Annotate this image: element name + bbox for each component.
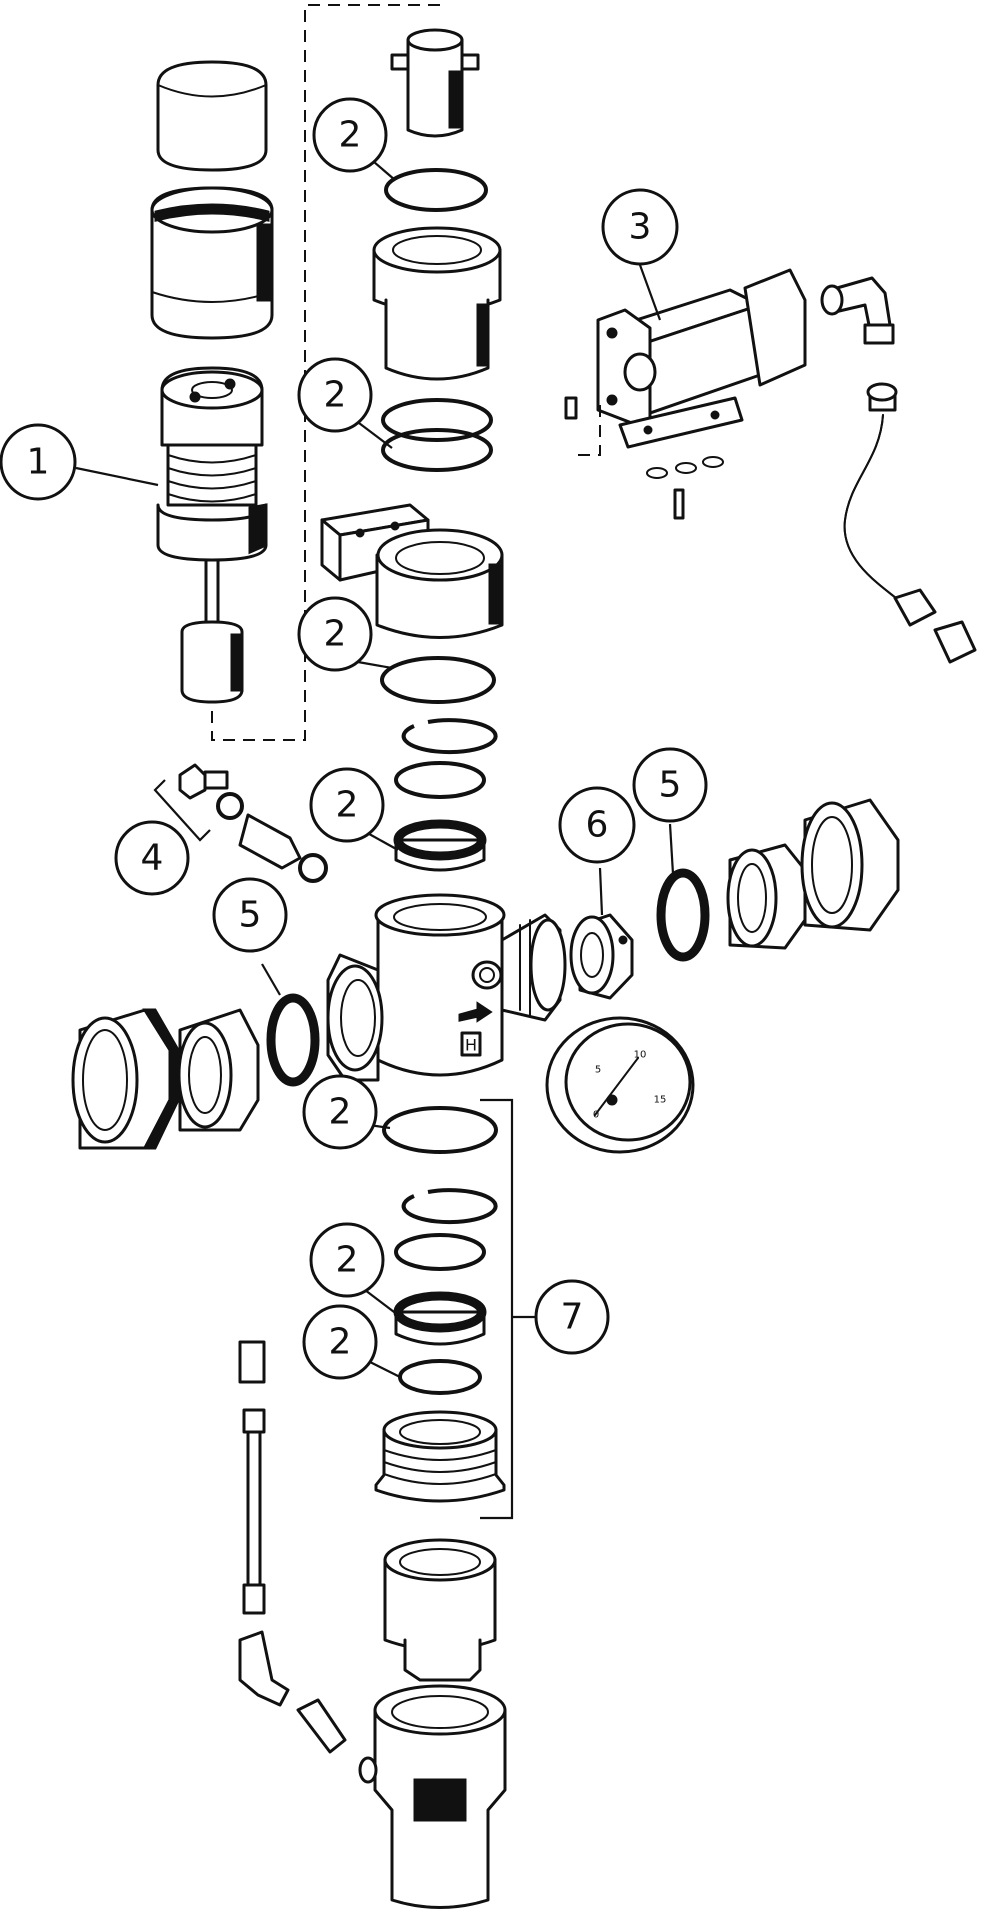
gauge-label-10: 10 [634, 1050, 647, 1061]
bracket-7 [480, 1098, 514, 1520]
valve-body: H [326, 893, 567, 1082]
valve-body-mark: H [465, 1036, 477, 1055]
callout-2b: 2 [297, 357, 373, 433]
drain-tube-assembly [238, 1340, 347, 1754]
seal-ring-lower [393, 1291, 487, 1346]
callout-3: 3 [601, 188, 679, 266]
flat-seal-left [266, 993, 320, 1087]
flexible-hose [843, 382, 977, 664]
callout-7: 7 [534, 1279, 610, 1355]
left-union-nut [71, 1008, 180, 1150]
svg-text:2: 2 [329, 1322, 352, 1363]
leader-5a [261, 963, 281, 996]
leader-1 [75, 466, 159, 487]
gauge-label-0: 0 [593, 1110, 599, 1121]
svg-text:1: 1 [27, 442, 50, 483]
svg-text:2: 2 [339, 115, 362, 156]
svg-text:7: 7 [561, 1297, 584, 1338]
assembly-1-dashed-bracket [211, 4, 440, 741]
right-union-nut [800, 798, 900, 932]
callout-2f: 2 [309, 1222, 385, 1298]
leader-6 [598, 867, 604, 916]
pressure-gauge: 0 5 10 15 [545, 1016, 695, 1154]
leader-3 [638, 264, 662, 321]
svg-text:2: 2 [336, 1240, 359, 1281]
o-ring-bottom-1 [382, 1106, 498, 1154]
svg-text:2: 2 [329, 1092, 352, 1133]
gauge-label-15: 15 [654, 1095, 667, 1106]
o-ring-top-2a [381, 398, 493, 442]
svg-text:2: 2 [324, 375, 347, 416]
callout-6: 6 [558, 786, 636, 864]
filter-cap [156, 60, 268, 172]
right-tailpiece [726, 843, 807, 950]
callout-5b: 5 [632, 747, 708, 823]
callout-2g: 2 [302, 1304, 378, 1380]
o-ring-bottom-2 [398, 1359, 482, 1395]
washer-lower [394, 1233, 486, 1271]
flanged-housing [320, 503, 504, 639]
callout-2e: 2 [302, 1074, 378, 1150]
circlip-upper [401, 718, 498, 755]
leader-2g [369, 1361, 401, 1378]
check-valve-insert [569, 913, 634, 1000]
washer-upper [394, 761, 486, 799]
pressure-reducer-insert [156, 366, 268, 704]
test-valve-fittings [153, 763, 328, 883]
top-adapter-fitting [390, 28, 480, 138]
left-tailpiece [177, 1008, 260, 1132]
leader-2f [364, 1289, 399, 1316]
svg-text:6: 6 [586, 805, 609, 846]
callout-1: 1 [0, 423, 77, 501]
leader-2b [354, 419, 393, 449]
callout-2a: 2 [312, 97, 388, 173]
gauge-label-5: 5 [595, 1065, 601, 1076]
leader-2c [357, 660, 393, 670]
filter-cartridge [383, 1538, 497, 1682]
elbow-fitting [820, 276, 895, 345]
callout-4: 4 [114, 820, 190, 896]
svg-text:2: 2 [324, 614, 347, 655]
svg-text:5: 5 [659, 765, 682, 806]
callout-2c: 2 [297, 596, 373, 672]
seal-ring-upper [393, 819, 487, 872]
flat-seal-right [656, 868, 710, 962]
drive-unit-assembly [564, 268, 807, 520]
filter-sleeve [150, 186, 274, 340]
svg-text:2: 2 [336, 785, 359, 826]
callout-5a: 5 [212, 877, 288, 953]
o-ring-top-2b [381, 428, 493, 472]
callout-2d: 2 [309, 767, 385, 843]
svg-text:3: 3 [629, 207, 652, 248]
o-ring-top-1 [384, 168, 488, 212]
filter-bowl [358, 1684, 507, 1909]
o-ring-top-3 [380, 656, 496, 704]
leader-5b [668, 823, 675, 875]
upper-union-nut [372, 226, 502, 381]
circlip-lower [401, 1188, 498, 1225]
lower-threaded-sleeve [374, 1410, 506, 1503]
svg-text:5: 5 [239, 895, 262, 936]
svg-text:4: 4 [141, 838, 164, 879]
